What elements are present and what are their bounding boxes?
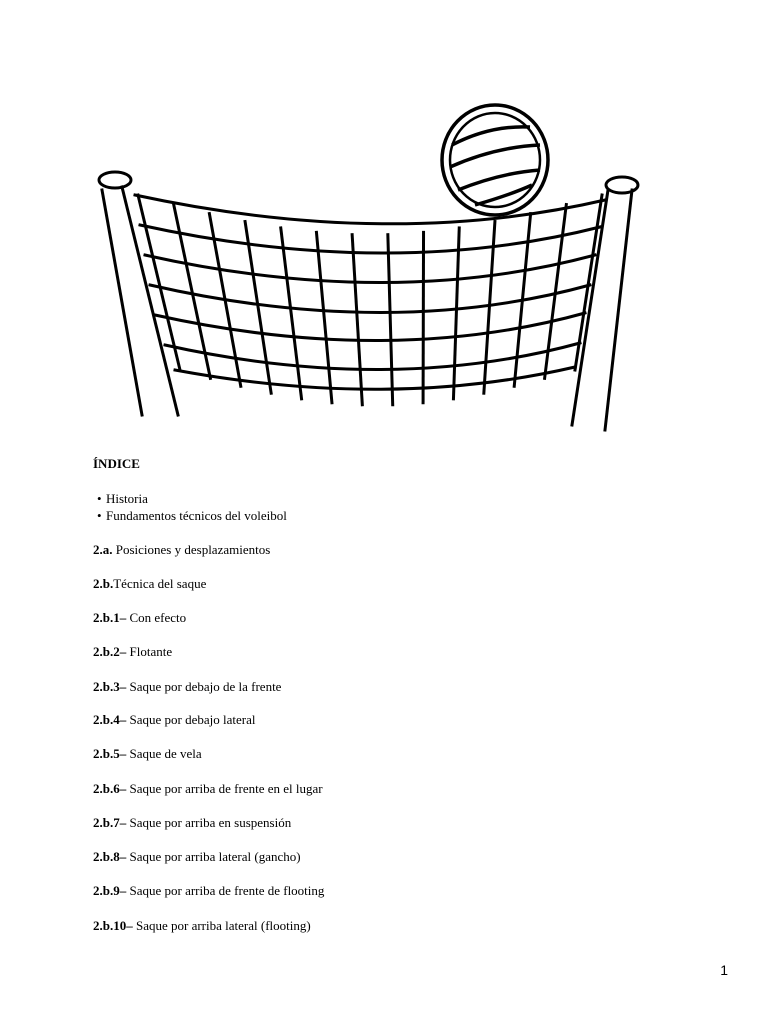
toc-entry-number: 2.b.7– (93, 815, 127, 830)
toc-entry-text: Con efecto (126, 610, 187, 625)
toc-entry-text: Saque por debajo de la frente (126, 679, 282, 694)
volleyball-net-illustration (97, 103, 640, 432)
bullet-icon: • (97, 491, 102, 506)
toc-entry-text: Saque por arriba lateral (gancho) (126, 849, 301, 864)
toc-entry-text: Saque por debajo lateral (126, 712, 256, 727)
bullet-item: • Fundamentos técnicos del voleibol (93, 507, 287, 524)
toc-entry: 2.b.3– Saque por debajo de la frente (93, 679, 281, 695)
toc-entry-text: Posiciones y desplazamientos (112, 542, 271, 557)
toc-entry-text: Saque de vela (126, 746, 202, 761)
page-number: 1 (720, 962, 728, 978)
toc-entry-text: Técnica del saque (113, 576, 207, 591)
toc-entry-number: 2.b.5– (93, 746, 127, 761)
toc-entry: 2.b.7– Saque por arriba en suspensión (93, 815, 291, 831)
toc-entry-number: 2.b.8– (93, 849, 127, 864)
toc-heading: ÍNDICE (93, 456, 140, 471)
bullet-icon: • (97, 508, 102, 523)
toc-entry-text: Flotante (126, 644, 173, 659)
toc-entry-number: 2.b.2– (93, 644, 127, 659)
toc-entry-text: Saque por arriba lateral (flooting) (132, 918, 311, 933)
toc-entry-text: Saque por arriba en suspensión (126, 815, 292, 830)
table-of-contents: ÍNDICE • Historia • Fundamentos técnicos d… (93, 456, 693, 933)
toc-entry: 2.b.5– Saque de vela (93, 746, 202, 762)
toc-entry: 2.a. Posiciones y desplazamientos (93, 542, 270, 558)
bullet-text: Fundamentos técnicos del voleibol (106, 508, 287, 523)
toc-entry: 2.b.9– Saque por arriba de frente de flo… (93, 883, 324, 899)
toc-entry-number: 2.b. (93, 576, 114, 591)
toc-entry-text: Saque por arriba de frente de flooting (126, 883, 325, 898)
toc-entry-number: 2.b.10– (93, 918, 133, 933)
toc-entry-number: 2.b.9– (93, 883, 127, 898)
bullet-item: • Historia (93, 490, 287, 507)
toc-entry: 2.b.6– Saque por arriba de frente en el … (93, 781, 323, 797)
toc-entry-number: 2.b.3– (93, 679, 127, 694)
toc-entry: 2.b.4– Saque por debajo lateral (93, 712, 255, 728)
bullet-list: • Historia • Fundamentos técnicos del vole… (93, 490, 287, 524)
toc-entry: 2.b.8– Saque por arriba lateral (gancho) (93, 849, 301, 865)
volleyball-net-icon (97, 170, 640, 432)
toc-entry: 2.b.2– Flotante (93, 644, 172, 660)
toc-entry-number: 2.a. (93, 542, 113, 557)
volleyball-icon (440, 103, 550, 217)
toc-entry: 2.b.10– Saque por arriba lateral (flooti… (93, 918, 311, 934)
toc-entry-number: 2.b.6– (93, 781, 127, 796)
toc-entry: 2.b.Técnica del saque (93, 576, 206, 592)
toc-entry-number: 2.b.1– (93, 610, 127, 625)
toc-entry: 2.b.1– Con efecto (93, 610, 186, 626)
toc-entry-number: 2.b.4– (93, 712, 127, 727)
bullet-text: Historia (106, 491, 148, 506)
toc-entry-text: Saque por arriba de frente en el lugar (126, 781, 323, 796)
